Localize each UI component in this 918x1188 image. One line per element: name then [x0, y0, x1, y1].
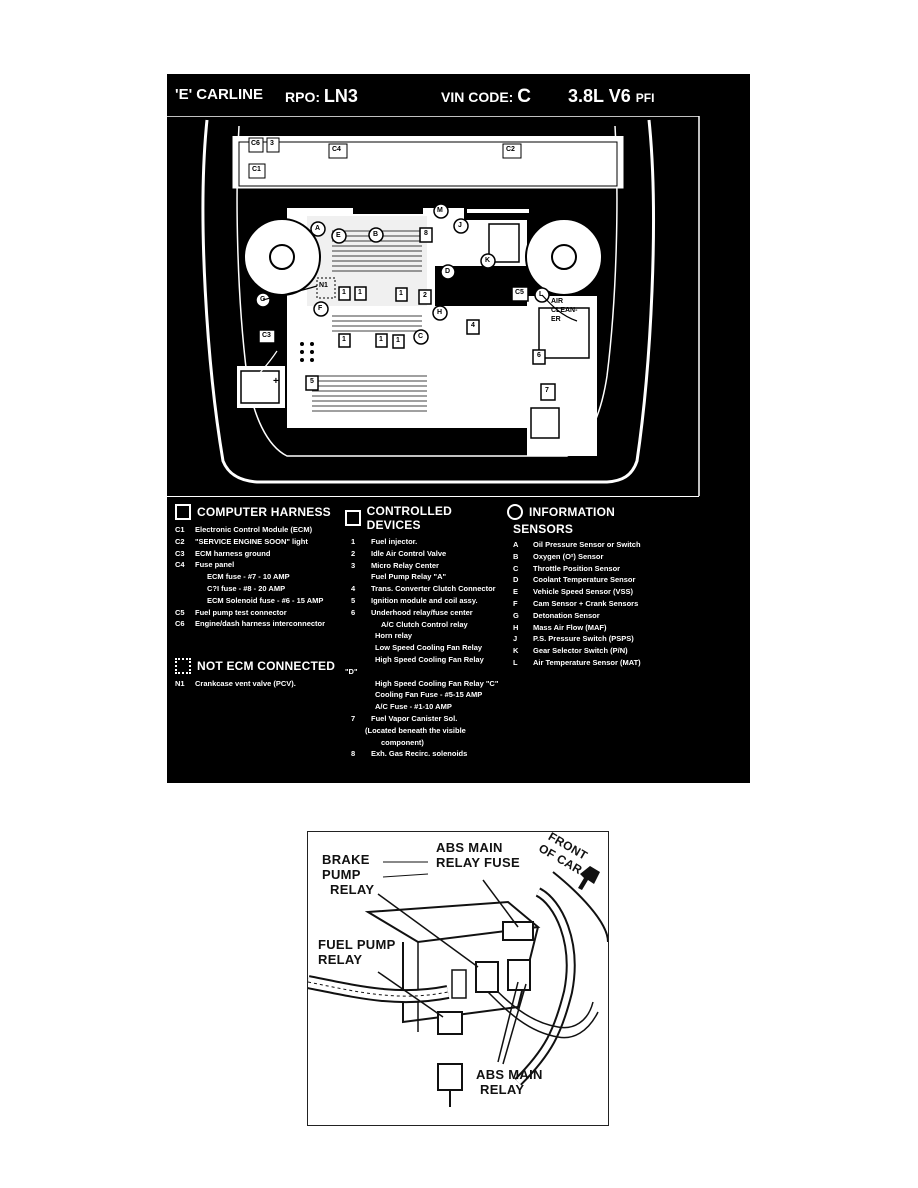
- label-6: 6: [537, 352, 541, 359]
- label-j: J: [458, 222, 462, 229]
- label-1d: 1: [342, 336, 346, 343]
- label-n1: N1: [319, 282, 328, 289]
- circle-icon: [507, 504, 523, 520]
- label-1c: 1: [399, 290, 403, 297]
- carline-label: 'E' CARLINE: [175, 86, 263, 103]
- label-m: M: [437, 207, 443, 214]
- dotted-box-icon: [175, 658, 191, 674]
- label-a: A: [315, 225, 321, 232]
- label-c: C: [418, 333, 424, 340]
- computer-harness-title: COMPUTER HARNESS: [197, 505, 331, 519]
- label-d: D: [445, 268, 451, 275]
- label-g: G: [260, 296, 266, 303]
- label-5: 5: [310, 378, 314, 385]
- label-f: F: [318, 305, 323, 312]
- label-c5: C5: [515, 289, 524, 296]
- abs-main-relay-label: ABS MAIN RELAY: [476, 1067, 543, 1097]
- battery-minus: –: [273, 356, 280, 370]
- controlled-devices-title: CONTROLLED DEVICES: [366, 504, 452, 532]
- vin-code-label: VIN CODE: C: [441, 86, 531, 107]
- label-k: K: [485, 257, 491, 264]
- abs-main-relay-fuse-label: ABS MAIN RELAY FUSE: [436, 840, 520, 870]
- brake-pump-relay-label: BRAKE PUMP RELAY: [322, 852, 375, 897]
- label-b: B: [373, 231, 379, 238]
- label-3: 3: [270, 140, 274, 147]
- solid-box-icon: [175, 504, 191, 520]
- label-1a: 1: [342, 289, 346, 296]
- rpo-label: RPO: LN3: [285, 86, 358, 106]
- information-title: INFORMATION: [529, 505, 615, 519]
- label-c1: C1: [252, 166, 261, 173]
- label-c3: C3: [262, 332, 271, 339]
- engine-compartment-drawing: [167, 116, 750, 496]
- legend-divider: [167, 496, 699, 497]
- engine-label: 3.8L V6 PFI: [568, 86, 655, 106]
- label-4: 4: [471, 322, 475, 329]
- engine-diagram-panel: 'E' CARLINE RPO: LN3 VIN CODE: C 3.8L V6…: [167, 74, 750, 783]
- label-8: 8: [424, 230, 428, 237]
- rpo-value: LN3: [323, 86, 358, 106]
- sensors-title: SENSORS: [513, 522, 574, 536]
- battery-plus: +: [273, 376, 279, 387]
- diagram-label-layer: C6 3 C4 C2 C1 C3 C5 N1 A E B M J K D G F…: [167, 116, 750, 496]
- label-c6: C6: [251, 140, 260, 147]
- vin-code-value: C: [517, 86, 531, 107]
- label-2: 2: [423, 292, 427, 299]
- label-e: E: [336, 232, 341, 239]
- label-1e: 1: [379, 336, 383, 343]
- label-h: H: [437, 309, 443, 316]
- label-1f: 1: [396, 337, 400, 344]
- label-7: 7: [545, 387, 549, 394]
- label-c4: C4: [332, 146, 341, 153]
- relay-location-figure: BRAKE PUMP RELAY ABS MAIN RELAY FUSE FRO…: [307, 831, 609, 1126]
- label-l: L: [539, 291, 544, 298]
- label-1b: 1: [358, 289, 362, 296]
- relay-drawing: [308, 861, 608, 1107]
- solid-box-icon: [345, 510, 361, 526]
- label-c2: C2: [506, 146, 515, 153]
- not-ecm-title: NOT ECM CONNECTED: [197, 659, 336, 673]
- fuel-pump-relay-label: FUEL PUMP RELAY: [318, 937, 396, 967]
